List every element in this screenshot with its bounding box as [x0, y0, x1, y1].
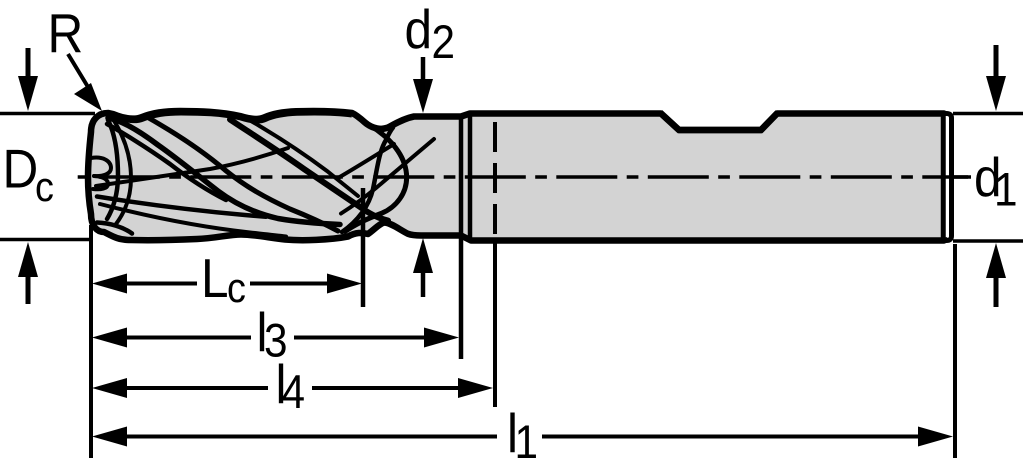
svg-text:L: L [201, 249, 229, 310]
svg-text:2: 2 [432, 17, 456, 69]
svg-text:1: 1 [994, 165, 1018, 217]
svg-text:4: 4 [282, 367, 306, 419]
svg-text:d: d [405, 0, 433, 61]
svg-text:l: l [507, 404, 518, 465]
svg-text:c: c [35, 164, 54, 210]
svg-text:D: D [3, 139, 39, 200]
svg-text:l: l [257, 303, 268, 364]
svg-text:1: 1 [515, 417, 539, 469]
svg-text:c: c [227, 265, 246, 311]
svg-text:R: R [48, 4, 84, 65]
svg-text:3: 3 [264, 316, 288, 368]
svg-text:d: d [974, 148, 1002, 209]
svg-text:l: l [276, 355, 287, 416]
